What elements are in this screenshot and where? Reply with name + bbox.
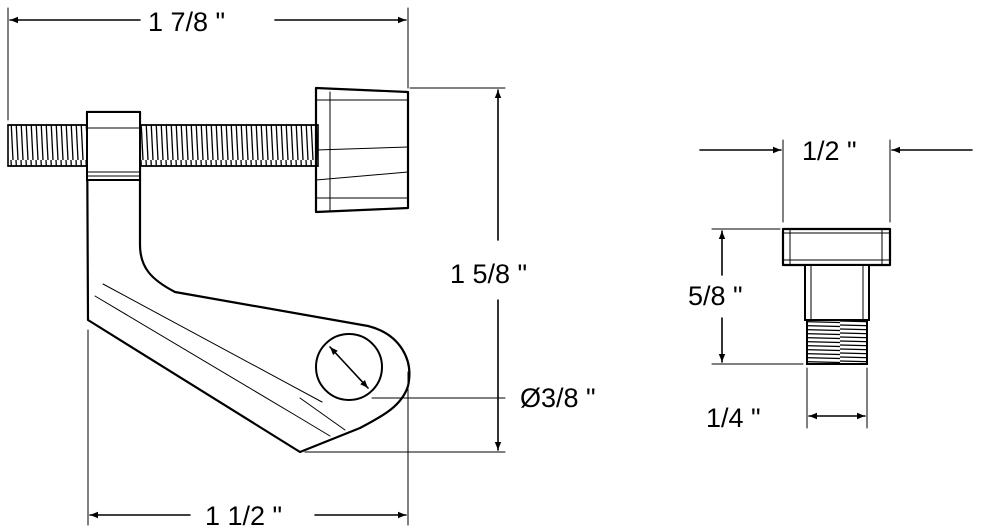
door-stop-part [7,86,411,454]
height-label: 1 5/8 " [450,259,527,289]
cap-head [781,227,892,267]
cap-height-label: 5/8 " [688,281,743,311]
hole-diameter-label: Ø3/8 " [520,383,596,413]
dim-base-width: 1 1/2 " [87,329,409,531]
cap-width-label: 1/2 " [802,136,857,166]
dim-thread-width: 1/4 " [706,367,868,433]
threaded-rod [7,124,319,167]
cap-thread [806,319,868,365]
thread-width-label: 1/4 " [706,403,761,433]
dim-hole: Ø3/8 " [371,383,596,413]
dim-cap-height: 5/8 " [688,228,804,365]
dim-cap-width: 1/2 " [699,136,973,223]
dim-overall-width: 1 7/8 " [7,7,409,121]
bumper-cap [314,86,410,214]
cap-screw-part [781,227,892,365]
collar [86,111,141,181]
cap-shank [804,264,870,321]
overall-width-label: 1 7/8 " [148,7,225,37]
base-width-label: 1 1/2 " [205,501,282,531]
dim-height: 1 5/8 " [304,87,527,453]
stop-arm [85,110,411,454]
